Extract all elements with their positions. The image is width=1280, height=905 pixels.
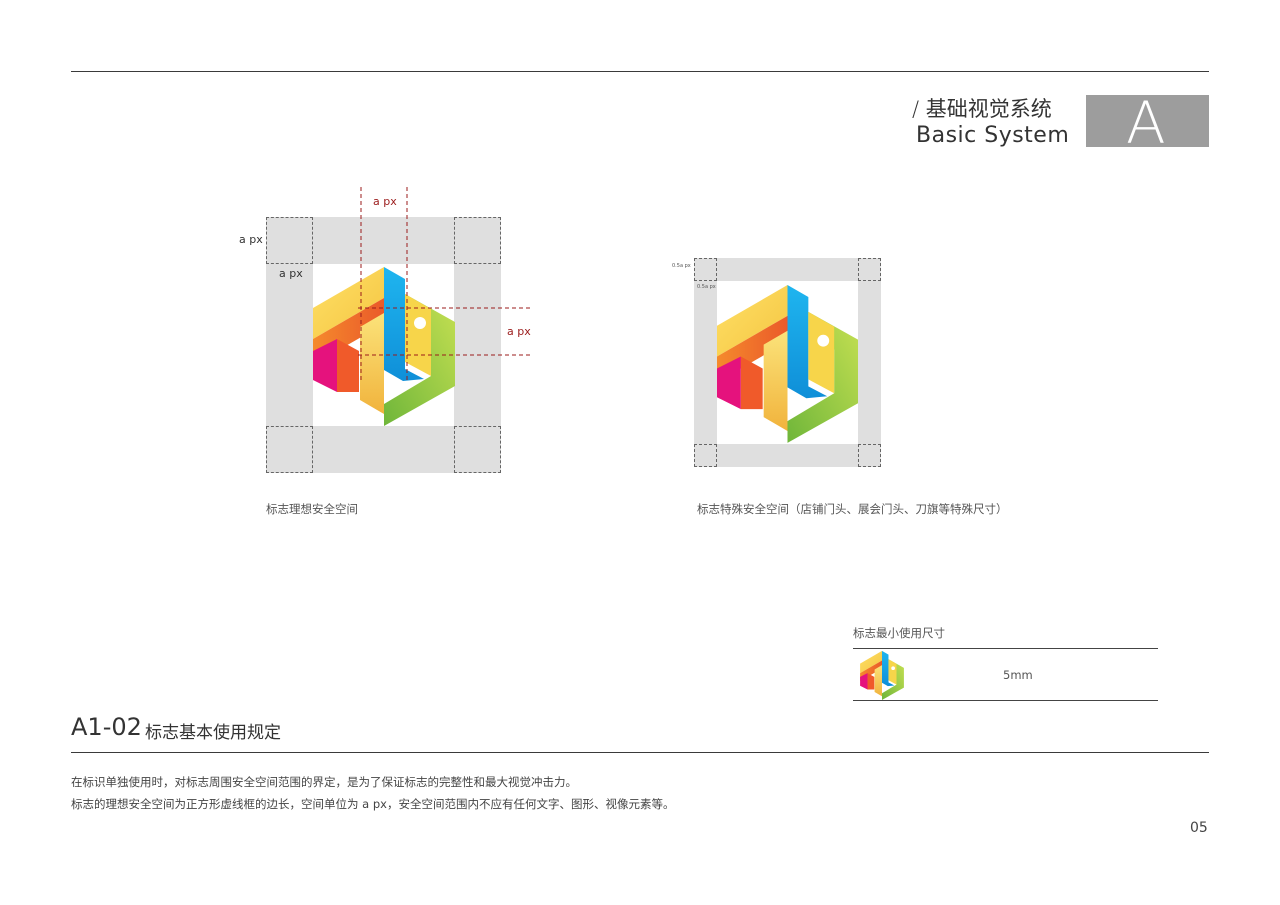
ideal-space-caption: 标志理想安全空间 [266, 502, 358, 516]
brand-logo [717, 281, 858, 444]
corner-box [858, 258, 881, 281]
description-line: 在标识单独使用时，对标志周围安全空间范围的界定，是为了保证标志的完整性和最大视觉… [71, 775, 577, 789]
corner-box [266, 426, 313, 473]
safe-area-top [266, 217, 501, 264]
corner-box [694, 258, 717, 281]
section-letter-box: A [1086, 89, 1209, 157]
dimension-label-right: a px [507, 325, 531, 338]
dimension-label-outer: 0.5a px [672, 263, 691, 269]
section-title-cn: / 基础视觉系统 [912, 97, 1052, 121]
safe-area-left [694, 281, 717, 444]
section-code: A1-02 [71, 713, 142, 741]
section-title: 标志基本使用规定 [145, 723, 281, 743]
safe-area-bottom [694, 444, 881, 467]
safe-area-right [858, 281, 881, 444]
min-size-rule-bottom [853, 700, 1158, 701]
min-size-value: 5mm [1003, 668, 1033, 682]
corner-box [454, 217, 501, 264]
brand-logo-small [859, 650, 905, 700]
description-line: 标志的理想安全空间为正方形虚线框的边长，空间单位为 a px，安全空间范围内不应… [71, 797, 675, 811]
dimension-label-inner: 0.5a px [697, 284, 716, 290]
section-letter: A [1126, 89, 1166, 157]
corner-box [858, 444, 881, 467]
special-space-caption: 标志特殊安全空间（店铺门头、展会门头、刀旗等特殊尺寸） [697, 502, 1008, 516]
corner-box [266, 217, 313, 264]
description: 在标识单独使用时，对标志周围安全空间范围的界定，是为了保证标志的完整性和最大视觉… [71, 771, 674, 815]
corner-box [694, 444, 717, 467]
dimension-label-top: a px [373, 195, 397, 208]
safe-area-right [454, 264, 501, 426]
min-size-rule-top [853, 648, 1158, 649]
safe-area-bottom [266, 426, 501, 473]
section-rule [71, 752, 1209, 753]
dimension-label-left: a px [239, 233, 263, 246]
corner-box [454, 426, 501, 473]
section-title-en: Basic System [916, 123, 1070, 148]
page-number: 05 [1190, 820, 1208, 836]
min-size-title: 标志最小使用尺寸 [853, 626, 945, 640]
safe-area-top [694, 258, 881, 281]
top-rule [71, 71, 1209, 72]
safe-area-left [266, 264, 313, 426]
dimension-label-inner: a px [279, 267, 303, 280]
